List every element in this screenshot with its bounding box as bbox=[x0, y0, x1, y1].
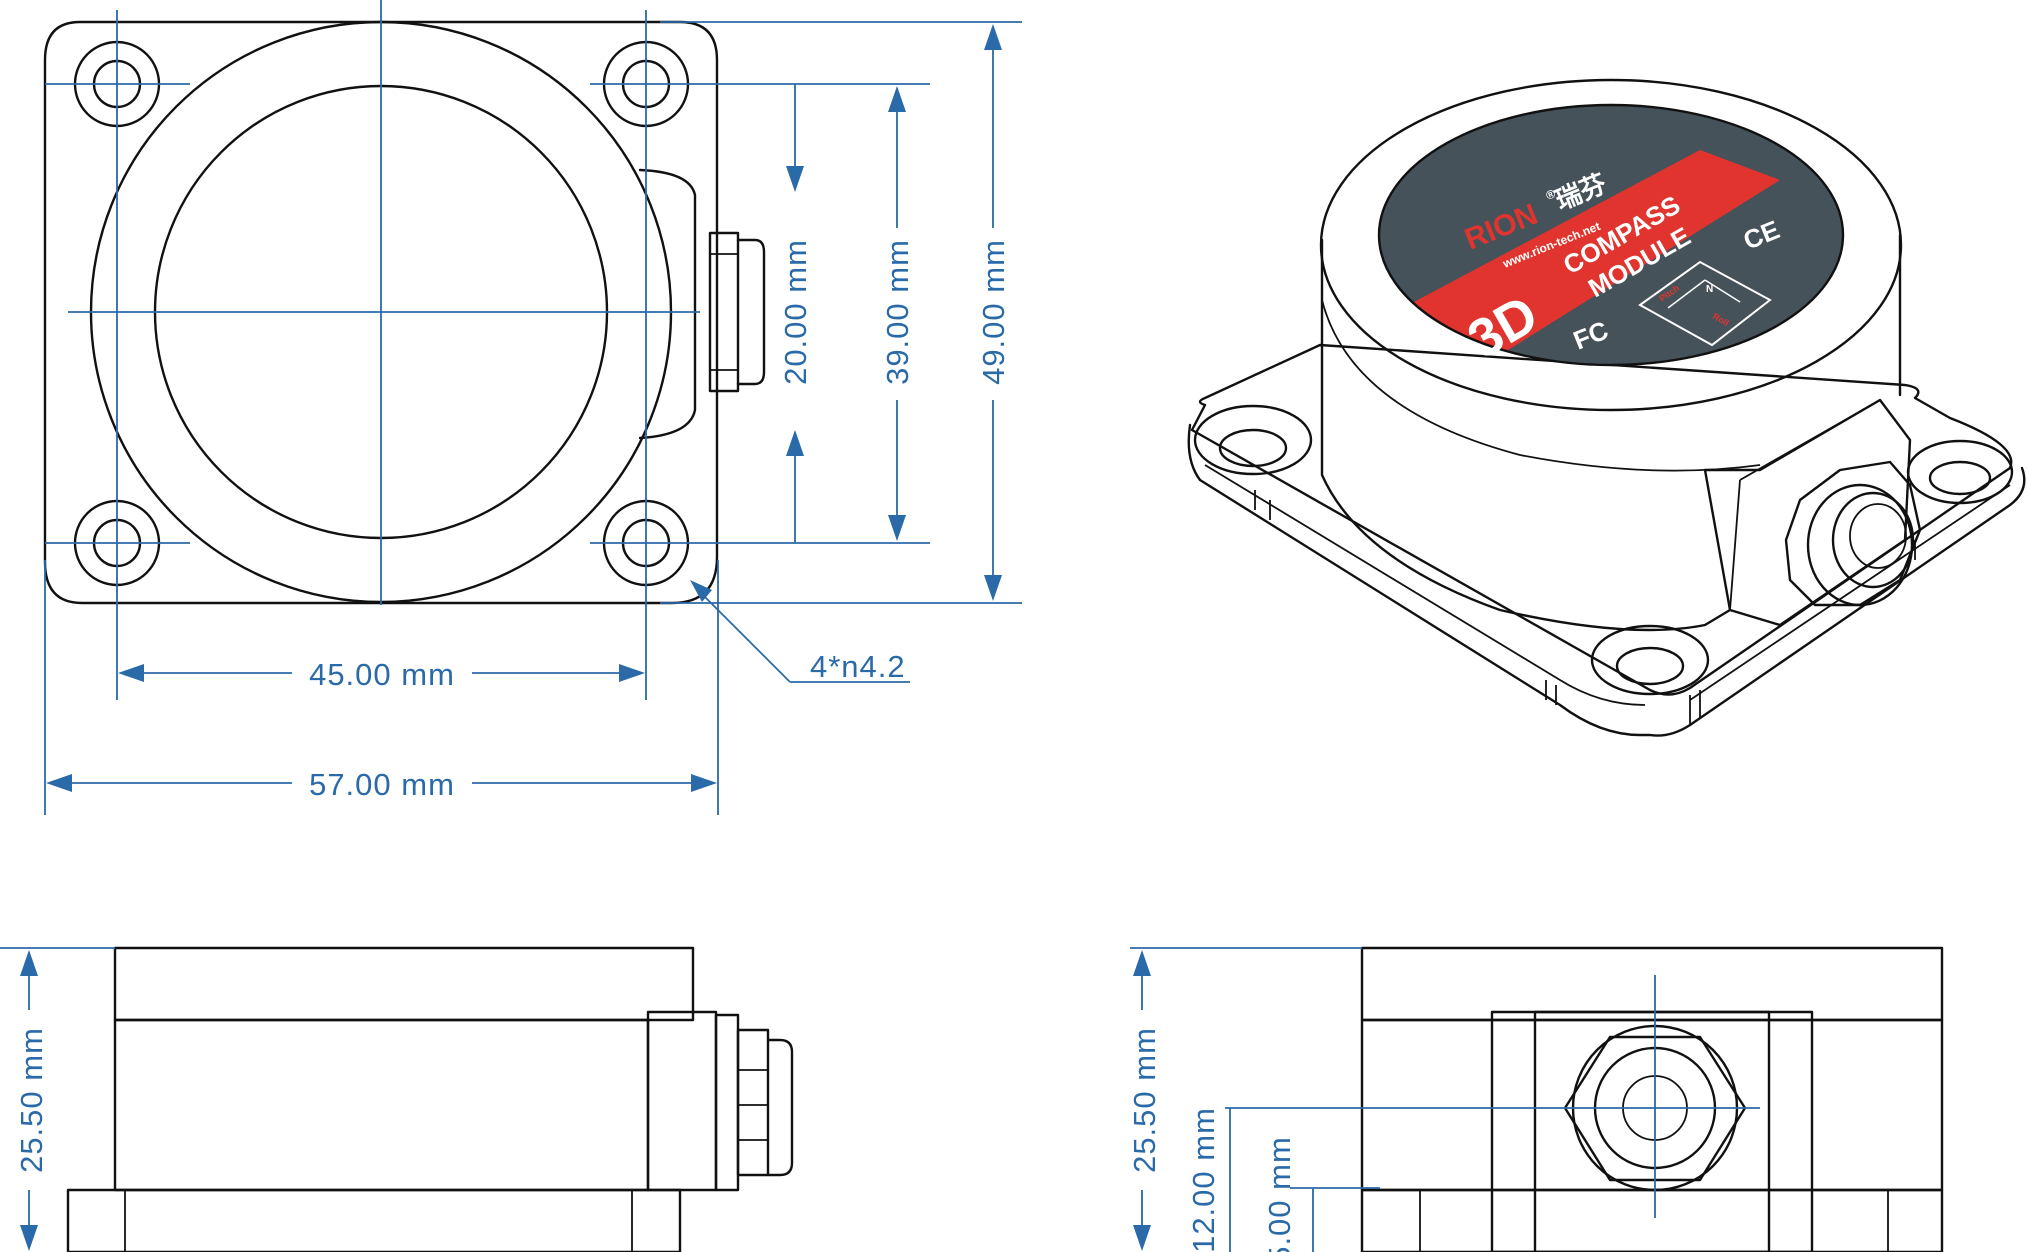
iso-mounting-hole bbox=[1193, 404, 1313, 476]
iso-connector-housing-edge bbox=[1729, 399, 1881, 611]
end-dim-5mm: 5.00 mm bbox=[1262, 1136, 1314, 1252]
iso-base-plate-top bbox=[1190, 343, 2013, 696]
iso-connector-housing bbox=[1703, 398, 1912, 627]
iso-label-red-stripe bbox=[1380, 150, 1780, 365]
dim-45mm-label: 45.00 mm bbox=[309, 657, 455, 692]
iso-mounting-hole bbox=[1906, 439, 2014, 505]
side-dim-25-5mm-label: 25.50 mm bbox=[14, 1027, 49, 1173]
end-dim-12mm-label: 12.00 mm bbox=[1186, 1107, 1221, 1252]
iso-base-plate-notch bbox=[1254, 490, 1916, 725]
dim-39mm: 39.00 mm bbox=[880, 86, 915, 541]
iso-top-label bbox=[1379, 105, 1843, 365]
side-dim-25-5mm: 25.50 mm bbox=[0, 947, 115, 1251]
end-view-top-cap bbox=[1360, 946, 1944, 1022]
top-view-connector-cap bbox=[736, 238, 766, 386]
side-view-body bbox=[113, 1018, 650, 1192]
iso-mounting-hole bbox=[1590, 624, 1710, 696]
side-view-base bbox=[66, 1188, 682, 1252]
end-view-body bbox=[1360, 1018, 1944, 1192]
end-view: 25.50 mm 12.00 mm 5.00 mm bbox=[1127, 946, 1944, 1252]
hole-callout-label: 4*n4.2 bbox=[810, 649, 906, 684]
side-view: 25.50 mm bbox=[0, 946, 794, 1252]
dim-57mm-label: 57.00 mm bbox=[309, 767, 455, 802]
end-view-connector-recess bbox=[1533, 1010, 1771, 1252]
dim-49mm-label: 49.00 mm bbox=[976, 239, 1011, 385]
dim-20mm: 20.00 mm bbox=[778, 84, 813, 543]
end-dim-25-5mm-label: 25.50 mm bbox=[1127, 1027, 1162, 1173]
side-view-top-cap bbox=[113, 946, 695, 1022]
iso-cylinder-waist bbox=[1321, 299, 1761, 472]
iso-cylinder-body bbox=[1320, 238, 1732, 632]
top-view: 20.00 mm 39.00 mm 49.00 mm 45.00 mm bbox=[43, 0, 1022, 815]
dim-49mm: 49.00 mm bbox=[976, 24, 1011, 601]
dim-20mm-label: 20.00 mm bbox=[778, 239, 813, 385]
iso-label-edge bbox=[1377, 103, 1845, 367]
dim-39mm-label: 39.00 mm bbox=[880, 239, 915, 385]
end-dim-12mm: 12.00 mm bbox=[1186, 1107, 1231, 1252]
iso-axis-north: N bbox=[1706, 284, 1713, 295]
top-view-connector-boss bbox=[638, 168, 697, 440]
end-dim-5mm-label: 5.00 mm bbox=[1262, 1136, 1297, 1252]
end-view-centerlines bbox=[1130, 947, 1760, 1218]
iso-top-rim bbox=[1319, 78, 1903, 412]
top-view-centerlines bbox=[44, 0, 1022, 815]
iso-base-plate-edge-inner bbox=[1204, 464, 2011, 706]
iso-cable-gland bbox=[1784, 460, 1922, 607]
dim-57mm: 57.00 mm bbox=[46, 767, 717, 802]
iso-view: RION 瑞芬 ® www.rion-tech.net 3D COMPASS M… bbox=[1187, 78, 2026, 737]
iso-base-plate-edge bbox=[1187, 423, 2026, 737]
side-view-boss bbox=[646, 1010, 718, 1192]
end-view-base bbox=[1360, 1188, 1944, 1252]
top-view-connector-body bbox=[708, 231, 740, 393]
side-view-connector bbox=[714, 1013, 794, 1192]
end-dim-25-5mm: 25.50 mm bbox=[1127, 950, 1162, 1251]
hole-callout: 4*n4.2 bbox=[690, 580, 910, 684]
dim-45mm: 45.00 mm bbox=[118, 657, 645, 692]
